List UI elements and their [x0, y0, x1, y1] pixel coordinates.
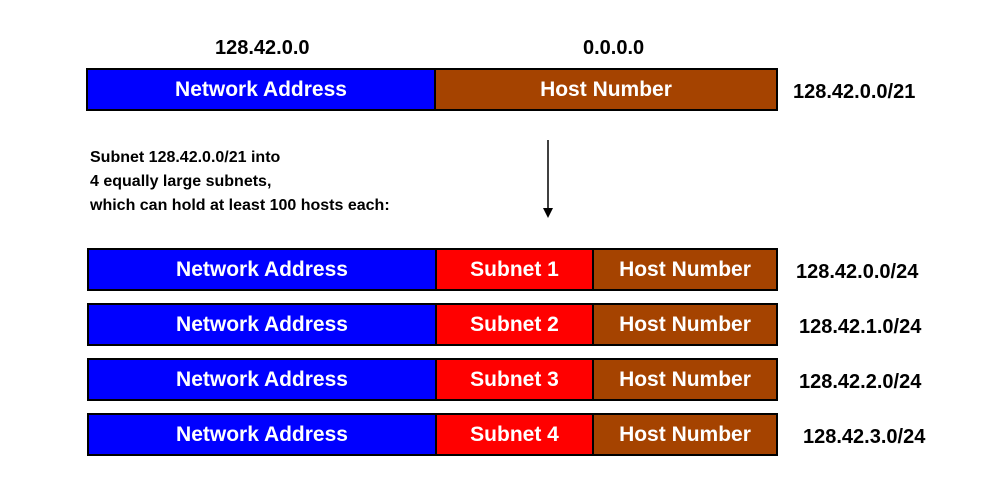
- host-number-segment: Host Number: [592, 250, 776, 289]
- description-text: Subnet 128.42.0.0/21 into 4 equally larg…: [90, 146, 390, 218]
- description-line: 4 equally large subnets,: [90, 173, 272, 190]
- subnet-cidr-label: 128.42.2.0/24: [799, 371, 922, 393]
- subnet-cidr-label: 128.42.3.0/24: [803, 426, 926, 448]
- down-arrow-icon: [543, 140, 553, 218]
- network-address-segment: Network Address: [89, 360, 435, 399]
- network-address-segment: Network Address: [88, 70, 434, 109]
- subnet-row: Network Address Subnet 2 Host Number: [87, 303, 778, 346]
- subnet-row: Network Address Subnet 4 Host Number: [87, 413, 778, 456]
- subnet-segment: Subnet 4: [435, 415, 592, 454]
- subnet-cidr-label: 128.42.1.0/24: [799, 316, 922, 338]
- network-address-segment: Network Address: [89, 250, 435, 289]
- host-number-segment: Host Number: [592, 360, 776, 399]
- top-address-bar: Network Address Host Number: [86, 68, 778, 111]
- host-address-value: 0.0.0.0: [583, 37, 645, 59]
- subnet-cidr-label: 128.42.0.0/24: [796, 261, 919, 283]
- subnet-row: Network Address Subnet 1 Host Number: [87, 248, 778, 291]
- subnet-segment: Subnet 3: [435, 360, 592, 399]
- host-number-segment: Host Number: [592, 415, 776, 454]
- description-line: which can hold at least 100 hosts each:: [90, 197, 390, 214]
- subnet-segment: Subnet 2: [435, 305, 592, 344]
- network-address-segment: Network Address: [89, 415, 435, 454]
- host-number-segment: Host Number: [592, 305, 776, 344]
- host-number-segment: Host Number: [434, 70, 776, 109]
- subnet-segment: Subnet 1: [435, 250, 592, 289]
- top-cidr-label: 128.42.0.0/21: [793, 81, 916, 103]
- network-address-value: 128.42.0.0: [215, 37, 310, 59]
- description-line: Subnet 128.42.0.0/21 into: [90, 149, 281, 166]
- subnet-row: Network Address Subnet 3 Host Number: [87, 358, 778, 401]
- network-address-segment: Network Address: [89, 305, 435, 344]
